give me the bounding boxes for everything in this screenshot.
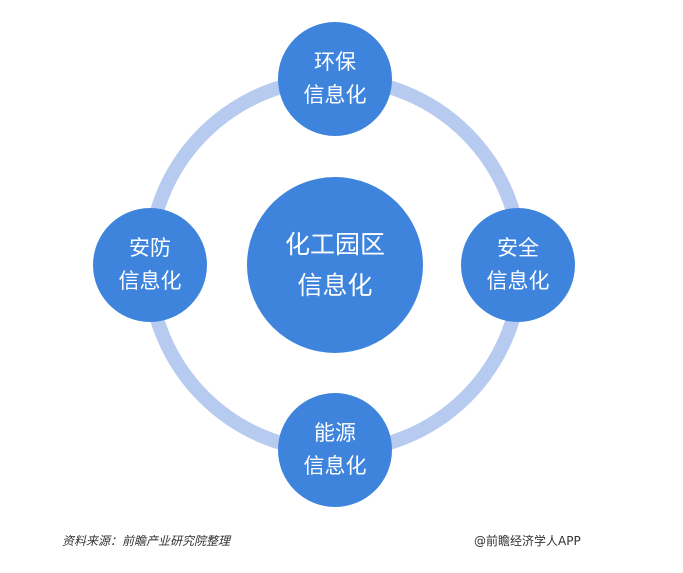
- node-label: 环保: [314, 50, 356, 75]
- node-label: 信息化: [118, 269, 182, 293]
- center-node-line1: 化工园区: [284, 229, 385, 259]
- node-label: 信息化: [303, 83, 367, 107]
- node-label: 信息化: [486, 269, 550, 293]
- node-safety: 安全 信息化: [461, 208, 575, 322]
- center-node-line2: 信息化: [297, 271, 373, 300]
- credit-note: @前瞻经济学人APP: [474, 534, 581, 548]
- node-label: 能源: [314, 421, 356, 446]
- node-label: 安防: [129, 236, 171, 261]
- node-environmental: 环保 信息化: [278, 22, 392, 136]
- source-note: 资料来源：前瞻产业研究院整理: [62, 534, 231, 548]
- center-node: 化工园区 信息化: [247, 177, 423, 353]
- node-security: 安防 信息化: [93, 208, 207, 322]
- node-energy: 能源 信息化: [278, 393, 392, 507]
- node-label: 信息化: [303, 454, 367, 478]
- node-label: 安全: [497, 236, 539, 261]
